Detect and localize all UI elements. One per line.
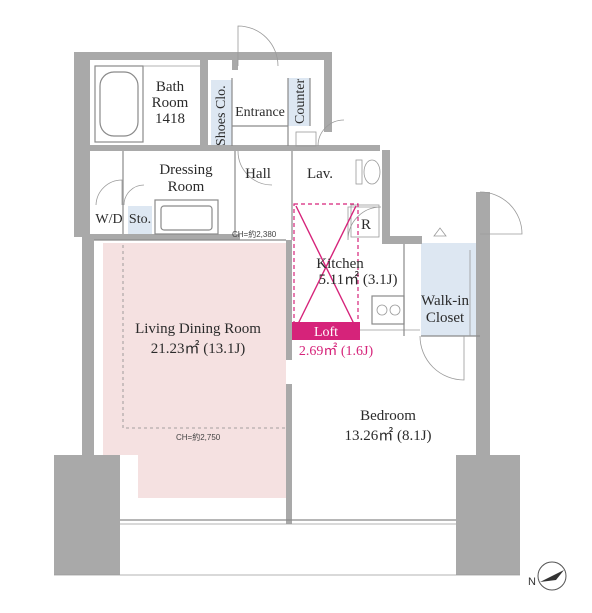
lav-label: Lav.: [307, 166, 333, 182]
dressing-label-1: Dressing: [159, 162, 213, 178]
walkin-label-1: Walk-in: [421, 293, 469, 309]
kitchen-area: 5.11㎡ (3.1J): [318, 271, 397, 288]
refrigerator-label: R: [361, 217, 371, 233]
counter-fill: [288, 78, 310, 126]
shoes-closet-label: Shoes Clo.: [214, 85, 229, 146]
dressing-label-2: Room: [168, 179, 205, 195]
storage-label: Sto.: [129, 212, 151, 227]
compass-letter: N: [528, 576, 536, 588]
living-ceiling-boundary: [122, 245, 286, 429]
walls: [54, 52, 520, 575]
bedroom-door[interactable]: [419, 335, 465, 381]
loft-area: [292, 203, 360, 340]
hall-label: Hall: [245, 166, 271, 182]
dressing-door[interactable]: [123, 184, 145, 206]
walkin-closet-fill: [421, 243, 479, 336]
entrance-label: Entrance: [235, 105, 285, 120]
loft-tag: [292, 322, 360, 340]
counter-label: Counter: [293, 79, 308, 124]
wd-door[interactable]: [95, 179, 123, 206]
bedroom-area: 13.26㎡ (8.1J): [344, 427, 431, 444]
bath-code: 1418: [155, 111, 185, 127]
lav-door[interactable]: [317, 119, 345, 147]
hall-door[interactable]: [237, 150, 273, 186]
doors: [95, 25, 523, 381]
loft-ladder-door[interactable]: [347, 206, 382, 241]
bath-label-2: Room: [152, 95, 189, 111]
walkin-label-2: Closet: [426, 310, 465, 326]
living-area: 21.23㎡ (13.1J): [151, 340, 246, 357]
balcony-door[interactable]: [433, 227, 447, 237]
walkin-door[interactable]: [479, 191, 523, 235]
wd-label: W/D: [95, 212, 122, 227]
loft-label: Loft: [314, 325, 338, 340]
shoes-closet-fill: [211, 80, 232, 146]
bath-label-1: Bath: [156, 79, 185, 95]
storage-fill: [128, 206, 152, 234]
living-label: Living Dining Room: [135, 321, 261, 337]
bedroom-label: Bedroom: [360, 408, 416, 424]
loft-area-label: 2.69㎡ (1.6J): [299, 343, 374, 359]
living-room-highlight: [103, 243, 286, 498]
kitchen-label: Kitchen: [316, 256, 364, 272]
compass-icon: N: [528, 561, 567, 591]
hall-ceiling-height: CH=約2,380: [232, 229, 277, 239]
entrance-door[interactable]: [237, 25, 279, 67]
living-ceiling-height: CH=約2,750: [176, 432, 221, 442]
